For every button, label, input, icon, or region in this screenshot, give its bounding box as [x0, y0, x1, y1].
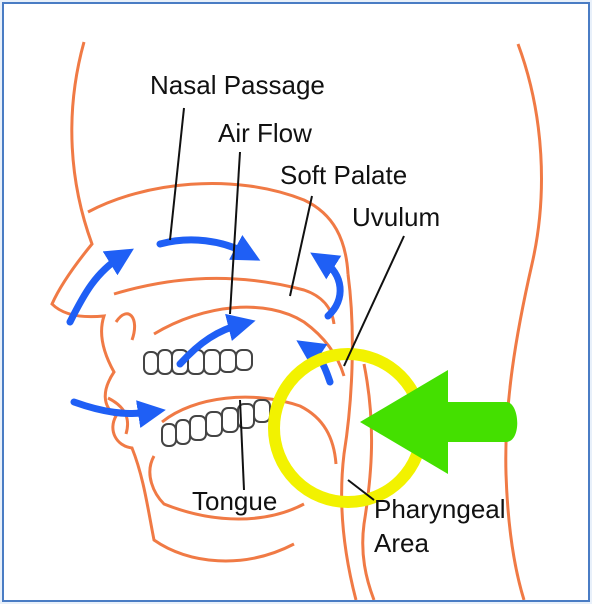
pharynx-outline: [342, 274, 356, 600]
label-soft-palate: Soft Palate: [280, 162, 407, 188]
posterior-wall-outline: [363, 364, 374, 600]
leader-line-nasal-passage: [170, 108, 184, 240]
label-nasal-passage: Nasal Passage: [150, 72, 325, 98]
lower-teeth: [162, 400, 270, 446]
airflow-arrow-mouth-lower: [74, 402, 152, 414]
leader-line-soft-palate: [290, 196, 312, 296]
airflow-arrow-back-nasal: [322, 260, 340, 316]
label-tongue: Tongue: [192, 488, 277, 514]
label-pharyngeal-line1: Pharyngeal: [374, 496, 506, 522]
leader-line-uvulum: [344, 236, 404, 366]
pointer-arrow: [360, 370, 517, 474]
neck-outline: [506, 44, 542, 600]
label-air-flow: Air Flow: [218, 120, 312, 146]
label-pharyngeal-line2: Area: [374, 530, 429, 556]
nasal-cavity-outline: [88, 183, 348, 274]
airflow-arrows: [70, 240, 340, 414]
label-uvulum: Uvulum: [352, 204, 440, 230]
leader-line-air-flow: [230, 152, 240, 314]
airflow-arrow-nostril: [70, 256, 122, 322]
upper-teeth: [144, 350, 252, 374]
hard-palate-outline: [114, 278, 334, 324]
